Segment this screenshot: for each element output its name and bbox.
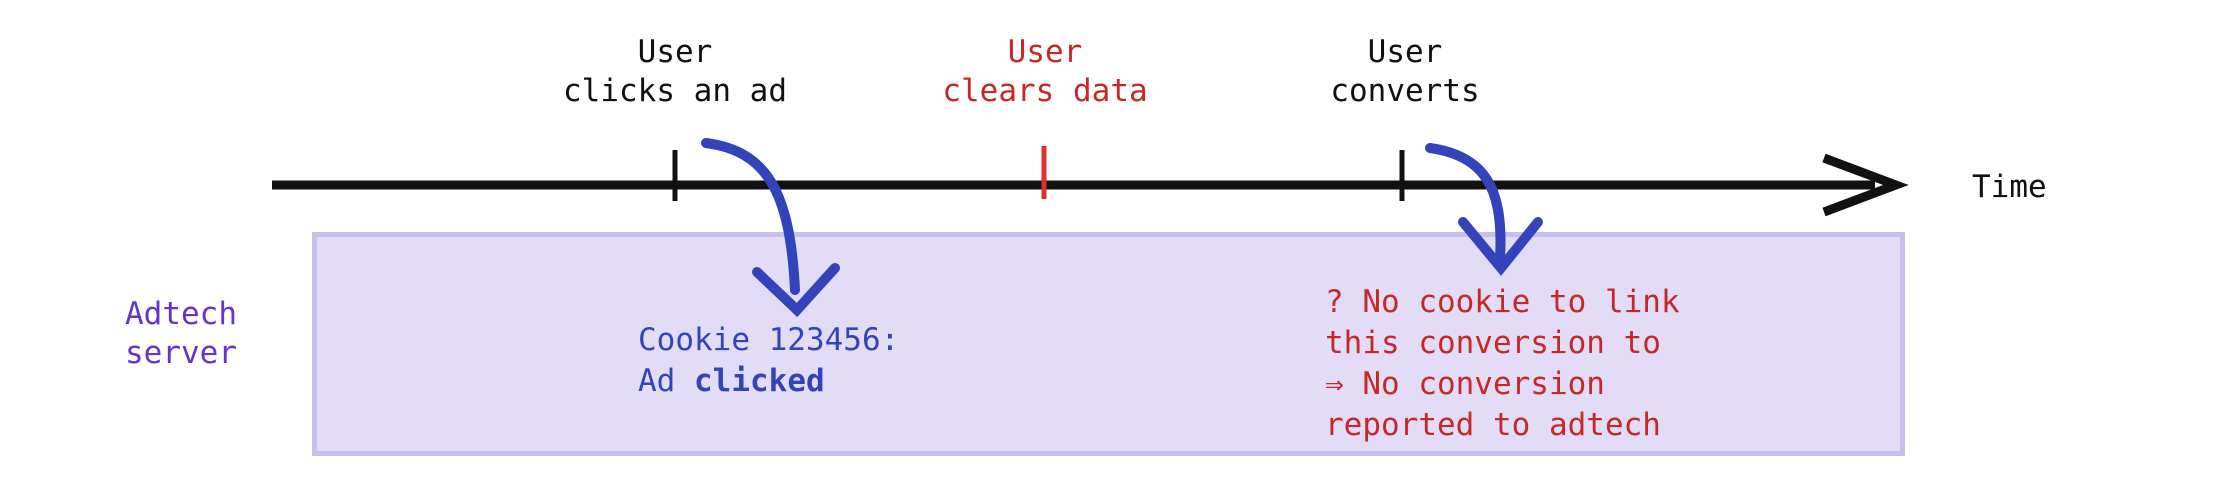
no-cookie-warning-text: ? No cookie to link this conversion to ⇒… [1325,282,1680,446]
cookie-record-text: Cookie 123456: Ad clicked [638,320,899,402]
event-label-clears-line1: User [1007,34,1083,70]
event-label-converts: User converts [1225,33,1585,111]
event-label-converts-line1: User [1367,34,1443,70]
event-label-converts-line2: converts [1330,73,1480,109]
adtech-server-label-line1: Adtech [125,296,237,332]
no-cookie-warning-line2: this conversion to [1325,325,1661,361]
cookie-record-line2-strong: clicked [694,363,825,399]
no-cookie-warning-line4: reported to adtech [1325,407,1661,443]
event-label-clears-line2: clears data [942,73,1148,109]
event-label-clears-data: User clears data [865,33,1225,111]
adtech-server-label: Adtech server [125,295,305,373]
event-label-click-line1: User [637,34,713,70]
time-axis-label: Time [1972,169,2047,205]
no-cookie-warning-line1: ? No cookie to link [1325,284,1680,320]
event-label-click-line2: clicks an ad [563,73,787,109]
no-cookie-warning-line3: ⇒ No conversion [1325,366,1605,402]
event-label-click: User clicks an ad [495,33,855,111]
cookie-record-line2-prefix: Ad [638,363,694,399]
adtech-server-label-line2: server [125,335,237,371]
adtech-server-box [312,232,1905,456]
cookie-record-line1: Cookie 123456: [638,322,900,358]
time-axis-arrowhead [1822,153,1909,217]
